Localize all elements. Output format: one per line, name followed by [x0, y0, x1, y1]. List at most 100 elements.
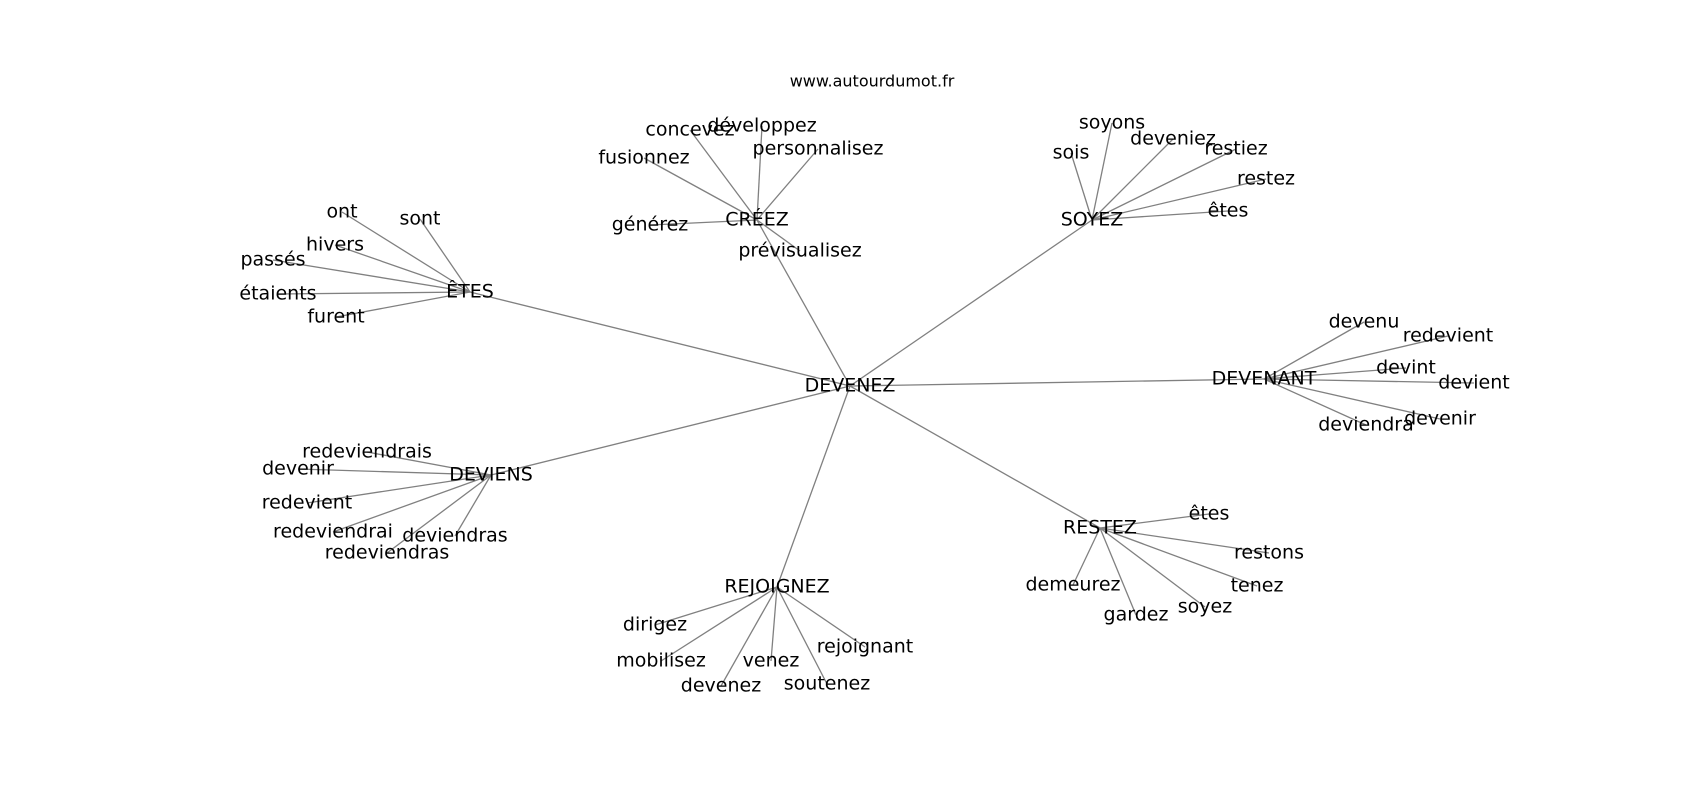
edge-root-hub: [849, 378, 1265, 387]
leaf-node[interactable]: ont: [326, 201, 357, 223]
edge-hub-leaf: [756, 125, 763, 221]
edge-hub-leaf: [1263, 321, 1365, 380]
edge-hub-leaf: [297, 468, 492, 476]
edge-hub-leaf: [1263, 378, 1475, 384]
leaf-node[interactable]: soyez: [1178, 596, 1232, 618]
leaf-node[interactable]: mobilisez: [616, 650, 706, 672]
source-url: www.autourdumot.fr: [790, 72, 955, 91]
leaf-node[interactable]: redeviendrais: [302, 441, 432, 463]
hub-node[interactable]: DEVIENS: [449, 464, 533, 486]
edge-hub-leaf: [419, 218, 471, 293]
hub-node[interactable]: DEVENANT: [1212, 368, 1317, 390]
edge-root-hub: [756, 219, 851, 387]
edge-hub-leaf: [776, 586, 828, 685]
edge-hub-leaf: [334, 244, 471, 293]
leaf-node[interactable]: prévisualisez: [738, 240, 861, 262]
edge-root-hub: [776, 385, 851, 588]
leaf-node[interactable]: passés: [240, 249, 305, 271]
leaf-node[interactable]: fusionnez: [598, 147, 689, 169]
edge-hub-leaf: [1099, 527, 1206, 608]
edge-hub-leaf: [335, 291, 471, 318]
leaf-node[interactable]: devint: [1376, 357, 1436, 379]
edge-hub-leaf: [1099, 513, 1210, 529]
edge-hub-leaf: [1099, 527, 1258, 587]
leaf-node[interactable]: sont: [399, 208, 440, 230]
leaf-node[interactable]: tenez: [1231, 575, 1284, 597]
leaf-node[interactable]: devenir: [1404, 408, 1476, 430]
leaf-node[interactable]: personnalisez: [753, 138, 884, 160]
leaf-node[interactable]: devenir: [262, 458, 334, 480]
leaf-node[interactable]: soutenez: [784, 673, 870, 695]
edge-hub-leaf: [649, 219, 758, 226]
edge-hub-leaf: [366, 451, 492, 476]
edge-hub-leaf: [1263, 367, 1407, 380]
leaf-node[interactable]: redevient: [262, 492, 353, 514]
leaf-node[interactable]: redeviendrai: [273, 521, 393, 543]
edge-hub-leaf: [756, 219, 801, 252]
leaf-node[interactable]: dirigez: [623, 614, 687, 636]
edge-hub-leaf: [386, 474, 492, 554]
edge-hub-leaf: [770, 586, 778, 662]
edge-hub-leaf: [332, 474, 492, 533]
edge-hub-leaf: [776, 586, 866, 648]
leaf-node[interactable]: développez: [707, 115, 816, 137]
leaf-node[interactable]: demeurez: [1025, 574, 1120, 596]
edge-hub-leaf: [1099, 527, 1270, 554]
edge-hub-leaf: [1091, 178, 1267, 221]
leaf-node[interactable]: deviendra: [1318, 414, 1414, 436]
edges: [272, 122, 1475, 687]
leaf-node[interactable]: restiez: [1204, 138, 1267, 160]
leaf-node[interactable]: restons: [1234, 542, 1304, 564]
leaf-node[interactable]: devenez: [681, 675, 761, 697]
edge-hub-leaf: [756, 148, 819, 221]
edge-root-hub: [490, 385, 851, 476]
leaf-node[interactable]: devenu: [1329, 311, 1400, 333]
leaf-node[interactable]: étaients: [239, 283, 316, 305]
edge-root-hub: [849, 385, 1101, 529]
edge-hub-leaf: [660, 586, 778, 662]
leaf-node[interactable]: sois: [1053, 142, 1090, 164]
leaf-node[interactable]: générez: [612, 214, 689, 236]
edge-hub-leaf: [689, 129, 758, 221]
leaf-node[interactable]: êtes: [1208, 200, 1249, 222]
edge-root-hub: [849, 219, 1093, 387]
edge-hub-leaf: [654, 586, 778, 626]
edge-hub-leaf: [1099, 527, 1137, 616]
hub-node[interactable]: SOYEZ: [1061, 209, 1124, 231]
edge-hub-leaf: [1091, 148, 1237, 221]
leaf-node[interactable]: êtes: [1189, 503, 1230, 525]
hub-node[interactable]: REJOIGNEZ: [724, 576, 829, 598]
hub-node[interactable]: RESTEZ: [1063, 517, 1137, 539]
leaf-node[interactable]: hivers: [306, 234, 364, 256]
leaf-node[interactable]: furent: [307, 306, 364, 328]
edge-hub-leaf: [1070, 152, 1093, 221]
edge-hub-leaf: [277, 291, 471, 295]
edge-hub-leaf: [720, 586, 778, 687]
edge-hub-leaf: [1091, 122, 1113, 221]
edge-root-hub: [469, 291, 851, 387]
root-node[interactable]: DEVENEZ: [805, 375, 896, 397]
edge-hub-leaf: [454, 474, 492, 537]
hub-node[interactable]: ÊTES: [446, 280, 494, 303]
leaf-node[interactable]: venez: [743, 650, 800, 672]
leaf-node[interactable]: soyons: [1079, 112, 1145, 134]
leaf-node[interactable]: gardez: [1104, 604, 1169, 626]
leaf-node[interactable]: deviendras: [402, 525, 507, 547]
edge-hub-leaf: [272, 259, 471, 293]
edge-hub-leaf: [1072, 527, 1101, 586]
leaf-node[interactable]: rejoignant: [817, 636, 914, 658]
edge-hub-leaf: [341, 211, 471, 293]
leaf-node[interactable]: restez: [1237, 168, 1295, 190]
hub-node[interactable]: CRÉEZ: [725, 208, 789, 231]
edge-hub-leaf: [1091, 210, 1229, 221]
leaf-node[interactable]: concevez: [645, 119, 734, 141]
leaf-node[interactable]: redevient: [1403, 325, 1494, 347]
edge-hub-leaf: [643, 157, 758, 221]
leaf-node[interactable]: deveniez: [1130, 128, 1216, 150]
edge-hub-leaf: [306, 474, 492, 504]
leaf-node[interactable]: devient: [1438, 372, 1509, 394]
edge-hub-leaf: [1263, 378, 1441, 420]
labels: www.autourdumot.fr DEVENEZ ont sont hivers…: [239, 72, 1509, 697]
leaf-node[interactable]: redeviendras: [325, 542, 450, 564]
